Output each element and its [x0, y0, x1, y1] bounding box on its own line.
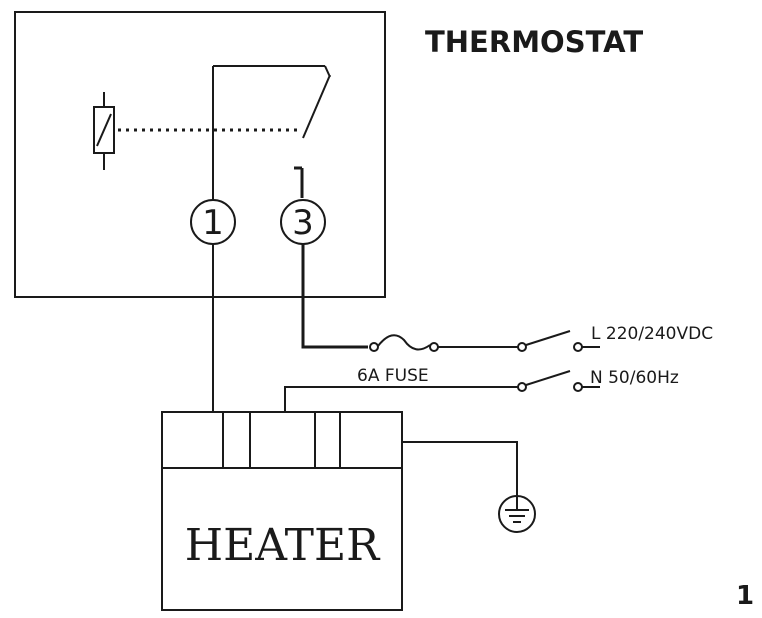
thermostat-label: THERMOSTAT — [425, 25, 643, 59]
neutral-wire — [284, 386, 518, 412]
sensor-element — [93, 92, 115, 170]
thermostat-box — [14, 11, 386, 298]
heater-block — [161, 411, 403, 611]
ground-icon — [498, 495, 536, 533]
neutral-switch — [517, 370, 600, 392]
terminal-3-wire — [301, 244, 368, 349]
terminal-3-number: 3 — [292, 203, 314, 243]
neutral-supply-label: N 50/60Hz — [590, 368, 679, 388]
thermostat-switch — [213, 65, 331, 198]
heater-label: HEATER — [185, 520, 381, 571]
page-number: 1 — [736, 581, 754, 611]
terminal-1-number: 1 — [202, 203, 224, 243]
live-switch — [517, 330, 600, 352]
ground-wire — [402, 441, 518, 496]
live-supply-label: L 220/240VDC — [591, 324, 713, 344]
fuse-symbol — [369, 334, 439, 352]
fuse-label: 6A FUSE — [357, 366, 429, 386]
terminal-1-circle — [190, 199, 236, 245]
